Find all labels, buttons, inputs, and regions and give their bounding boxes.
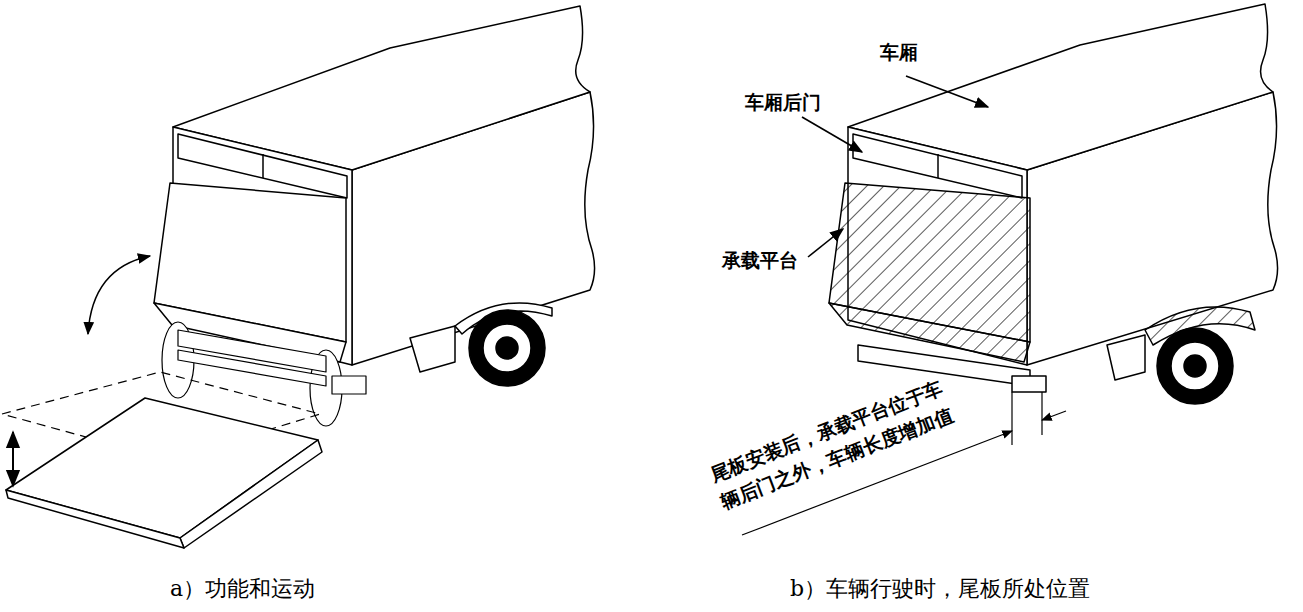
leader-line (802, 117, 862, 152)
figure-caption: b）车辆行驶时，尾板所处位置 (790, 574, 1090, 604)
hub (1184, 355, 1206, 377)
dimension-note: 尾板安装后，承载平台位于车 辆后门之外，车辆长度增加值 (706, 357, 1000, 517)
chassis-block (410, 326, 455, 372)
tire (1157, 328, 1233, 404)
cross-beam (178, 350, 326, 386)
bumper (1012, 376, 1046, 392)
part-label: 承载平台 (722, 248, 798, 274)
door-divider (262, 154, 264, 178)
folded-platform (829, 183, 1046, 392)
platform-plate (6, 398, 318, 538)
extension-line (1041, 392, 1042, 435)
lowered-platform (6, 398, 322, 548)
part-label: 车厢 (880, 40, 918, 66)
platform-edge (180, 440, 322, 548)
door-divider (937, 154, 939, 178)
dimension-line (1042, 411, 1066, 420)
leader-line (906, 76, 988, 107)
platform-edge (6, 490, 184, 548)
chassis-block (1107, 335, 1145, 380)
figure-caption: a）功能和运动 (170, 574, 315, 604)
bumper (332, 376, 366, 394)
lift-arrow (12, 432, 14, 486)
leaders (802, 76, 988, 257)
part-label: 车厢后门 (745, 90, 821, 116)
rim (483, 324, 531, 372)
rim (1171, 342, 1219, 390)
extension-line (1011, 392, 1012, 445)
fold-arrow (88, 256, 150, 334)
tire (469, 310, 545, 386)
leader-line (808, 229, 843, 257)
hub (496, 337, 518, 359)
